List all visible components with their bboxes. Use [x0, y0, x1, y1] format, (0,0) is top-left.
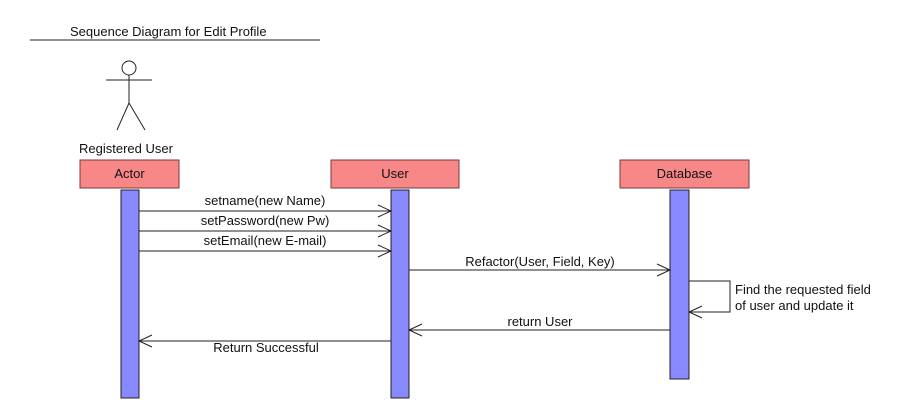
lifeline-label-actor: Actor — [114, 166, 145, 181]
stick-figure-icon — [106, 60, 152, 131]
arrow-right-icon — [377, 204, 393, 218]
arrow-right-icon — [656, 263, 672, 277]
arrow-left-icon — [687, 305, 703, 319]
lifeline-box-user — [330, 159, 460, 189]
lifeline-box-database — [619, 159, 750, 189]
lifeline-label-user: User — [381, 166, 409, 181]
message-return-user: return User — [407, 314, 670, 337]
message-label: setname(new Name) — [205, 193, 326, 208]
message-label: setEmail(new E-mail) — [204, 233, 327, 248]
lifeline-box-actor — [79, 159, 180, 189]
lifeline-label-database: Database — [657, 166, 713, 181]
message-label: Refactor(User, Field, Key) — [465, 254, 615, 269]
message-label: setPassword(new Pw) — [201, 213, 330, 228]
diagram-title: Sequence Diagram for Edit Profile — [70, 24, 267, 39]
actor-role-label: Registered User — [79, 141, 174, 156]
activation-bar-user — [390, 189, 410, 399]
message-setemail: setEmail(new E-mail) — [139, 233, 393, 258]
message-label-line-1: Find the requested field — [735, 282, 871, 297]
message-label: Return Successful — [213, 340, 319, 355]
message-setpassword: setPassword(new Pw) — [139, 213, 393, 238]
message-self-update: Find the requested field of user and upd… — [687, 280, 871, 319]
lifeline-user: User — [330, 159, 460, 189]
lifeline-actor: Actor — [79, 159, 180, 189]
arrow-left-icon — [137, 334, 153, 348]
message-return-successful: Return Successful — [137, 334, 391, 355]
message-label-line-2: of user and update it — [735, 298, 854, 313]
arrow-right-icon — [377, 224, 393, 238]
activation-bar-database — [669, 189, 690, 380]
arrow-left-icon — [407, 323, 423, 337]
message-refactor: Refactor(User, Field, Key) — [409, 254, 672, 277]
arrow-right-icon — [377, 244, 393, 258]
lifeline-database: Database — [619, 159, 750, 189]
message-label: return User — [507, 314, 573, 329]
message-setname: setname(new Name) — [139, 193, 393, 218]
activation-bar-actor — [120, 189, 140, 399]
